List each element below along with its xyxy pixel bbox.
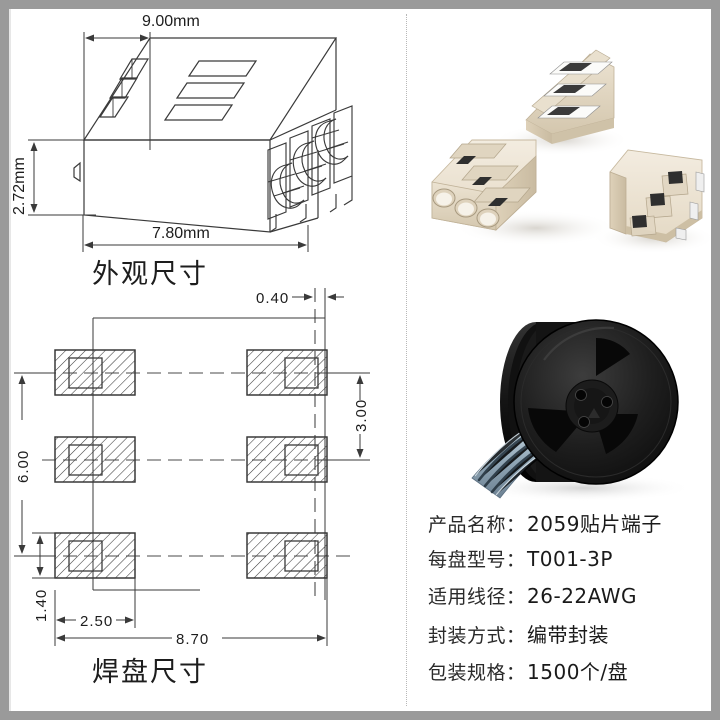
dimension-total-870 — [54, 578, 328, 646]
dimension-text-250: 2.50 — [80, 613, 113, 630]
connector-left — [431, 139, 618, 246]
pad-left-3 — [54, 532, 136, 579]
spec-colon: ： — [506, 625, 526, 647]
pad-group — [54, 349, 328, 579]
dimension-text-040: 0.40 — [256, 290, 289, 307]
vertical-divider — [406, 14, 407, 706]
spec-row: 每盘型号 ： T001-3P — [428, 545, 706, 582]
reel-illustration — [471, 319, 694, 502]
pad-right-3 — [246, 532, 328, 579]
spec-value: 2059贴片端子 — [527, 512, 662, 536]
dimension-padheight-140 — [32, 532, 60, 579]
spec-label: 适用线径 — [428, 586, 507, 608]
spec-row: 包装规格 ： 1500个/盘 — [428, 656, 706, 693]
connectors-illustration — [431, 49, 716, 254]
frame-inner-edge — [9, 9, 11, 711]
connectors-photo — [414, 22, 716, 270]
product-spec-table: 产品名称 ： 2059贴片端子 每盘型号 ： T001-3P 适用线径 ： 26… — [428, 508, 706, 693]
spec-value: T001-3P — [527, 547, 613, 571]
spec-label: 封装方式 — [428, 625, 507, 647]
spec-colon: ： — [506, 514, 526, 536]
spec-value: 26-22AWG — [527, 584, 638, 608]
spec-row: 适用线径 ： 26-22AWG — [428, 582, 706, 619]
spec-value: 1500个/盘 — [527, 660, 629, 684]
dimension-text-870: 8.70 — [176, 631, 209, 648]
spec-label: 每盘型号 — [428, 549, 507, 571]
spec-colon: ： — [506, 662, 526, 684]
outline-isometric-drawing — [73, 37, 353, 233]
connector-right — [592, 149, 716, 254]
pad-right-1 — [246, 349, 328, 396]
spec-label: 包装规格 — [428, 662, 507, 684]
dimension-text-600: 6.00 — [15, 450, 32, 483]
pad-left-1 — [54, 349, 136, 396]
frame-border-top — [0, 0, 720, 9]
pad-caption: 焊盘尺寸 — [92, 657, 208, 688]
connector-top — [494, 49, 630, 156]
dimension-height-left — [28, 139, 96, 216]
spec-label: 产品名称 — [428, 514, 507, 536]
frame-border-bottom — [0, 711, 720, 720]
dimension-width-top — [83, 32, 280, 150]
dimension-span-600 — [14, 372, 55, 557]
reel-photo — [424, 302, 710, 508]
pad-right-2 — [246, 436, 328, 483]
reel-front-flange — [513, 319, 679, 485]
spec-value: 编带封装 — [527, 623, 610, 647]
frame-border-right — [711, 0, 720, 720]
frame-border-left — [0, 0, 9, 720]
spec-colon: ： — [506, 549, 526, 571]
dimension-text-272: 2.72mm — [11, 157, 28, 215]
dimension-text-300: 3.00 — [353, 399, 370, 432]
pad-left-2 — [54, 436, 136, 483]
spec-row: 产品名称 ： 2059贴片端子 — [428, 508, 706, 545]
dimension-text-780: 7.80mm — [152, 225, 210, 242]
dimension-text-140: 1.40 — [33, 589, 50, 622]
spec-colon: ： — [506, 586, 526, 608]
outline-caption: 外观尺寸 — [92, 259, 208, 290]
dimension-length-bottom — [82, 215, 309, 252]
dimension-pitch-300 — [327, 372, 370, 461]
spec-row: 封装方式 ： 编带封装 — [428, 619, 706, 656]
dimension-text-900: 9.00mm — [142, 13, 200, 30]
